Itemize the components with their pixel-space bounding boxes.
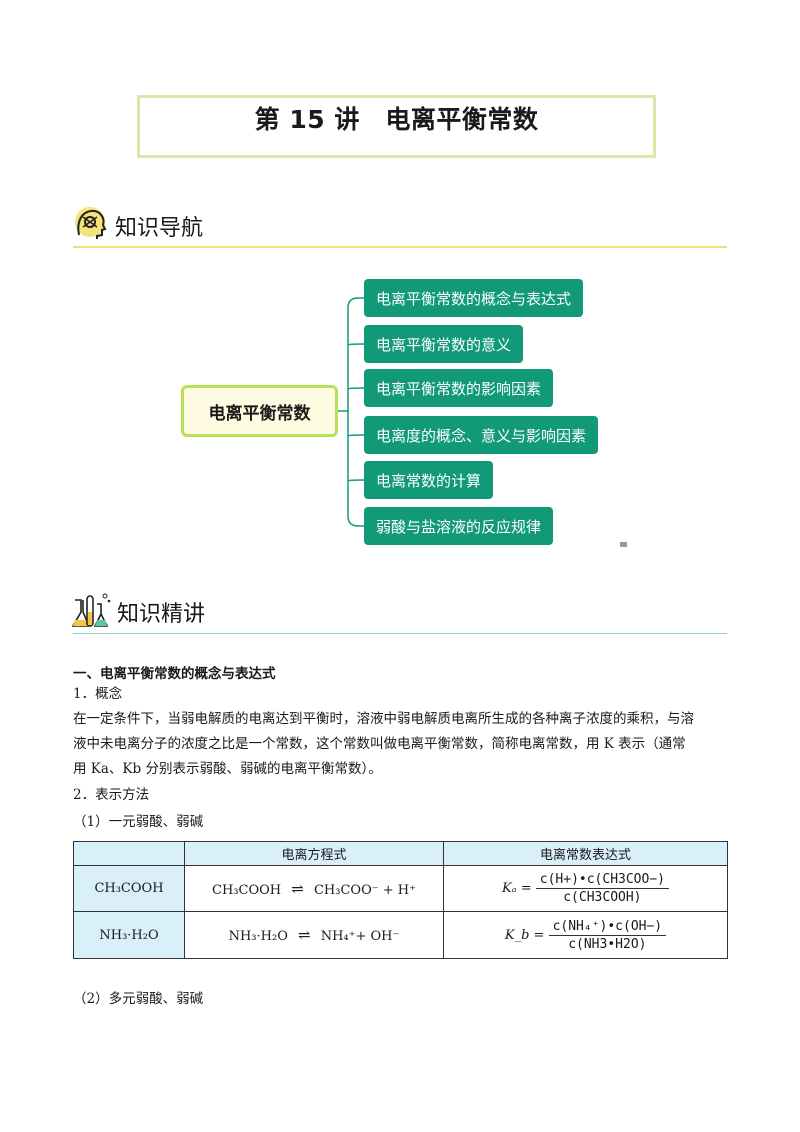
constant-fraction: c(H+)•c(CH3COO−) c(CH3COOH)	[535, 872, 669, 905]
constant-label: K_b =	[504, 927, 545, 943]
title-frame	[137, 95, 656, 158]
paragraph-line: 液中未电离分子的浓度之比是一个常数，这个常数叫做电离平衡常数，简称电离常数，用 …	[73, 736, 686, 752]
table-header: 电离常数表达式	[443, 841, 728, 866]
subheading-polyprotic: （2）多元弱酸、弱碱	[73, 991, 204, 1007]
fraction-denominator: c(CH3COOH)	[563, 890, 642, 905]
mindmap-root: 电离平衡常数	[181, 385, 338, 437]
table-cell-species: CH₃COOH	[73, 865, 185, 912]
equation-right: CH₃COO⁻ + H⁺	[313, 882, 416, 898]
table-cell-equation: NH₃·H₂O ⇌ NH₄⁺+ OH⁻	[184, 911, 444, 959]
equation-left: NH₃·H₂O	[228, 929, 288, 944]
section-divider	[73, 633, 727, 634]
mindmap-connectors	[338, 297, 365, 527]
lab-flask-icon	[71, 590, 113, 632]
constant-fraction: c(NH₄⁺)•c(OH−) c(NH3•H2O)	[548, 919, 667, 952]
table-row: CH₃COOH CH₃COOH ⇌ CH₃COO⁻ + H⁺ Kₐ = c(H+…	[73, 865, 728, 912]
table-header: 电离方程式	[184, 841, 444, 866]
decorative-mark	[620, 542, 627, 547]
constant-label: Kₐ =	[502, 881, 532, 896]
table-row: NH₃·H₂O NH₃·H₂O ⇌ NH₄⁺+ OH⁻ K_b = c(NH₄⁺…	[73, 911, 728, 959]
equation-right: NH₄⁺+ OH⁻	[320, 929, 400, 944]
table-cell-constant: K_b = c(NH₄⁺)•c(OH−) c(NH3•H2O)	[443, 911, 728, 959]
table-cell-equation: CH₃COOH ⇌ CH₃COO⁻ + H⁺	[184, 865, 444, 912]
subheading-representation: 2．表示方法	[73, 787, 150, 803]
paragraph-line: 在一定条件下，当弱电解质的电离达到平衡时，溶液中弱电解质电离所生成的各种离子浓度…	[73, 711, 694, 727]
mindmap-branch: 电离平衡常数的影响因素	[364, 369, 554, 407]
subheading-monoprotic: （1）一元弱酸、弱碱	[73, 814, 204, 830]
mindmap-branch: 电离平衡常数的意义	[364, 325, 524, 363]
brain-gear-icon	[73, 205, 109, 241]
section-heading-lecture: 知识精讲	[117, 602, 206, 627]
subheading-concept: 1．概念	[73, 686, 123, 702]
equation-left: CH₃COOH	[212, 882, 282, 898]
table-header	[73, 841, 185, 866]
page-title: 第 15 讲 电离平衡常数	[254, 105, 539, 134]
section-heading-navigation: 知识导航	[115, 216, 204, 241]
ionization-table: 电离方程式 电离常数表达式 CH₃COOH CH₃COOH ⇌ CH₃COO⁻ …	[73, 841, 728, 959]
mindmap-branch: 弱酸与盐溶液的反应规律	[364, 507, 554, 545]
equilibrium-arrow-icon: ⇌	[298, 926, 311, 944]
table-cell-species: NH₃·H₂O	[73, 911, 185, 959]
section-divider	[73, 246, 727, 248]
equilibrium-arrow-icon: ⇌	[291, 879, 304, 898]
mindmap-branch: 电离度的概念、意义与影响因素	[364, 416, 599, 454]
mindmap-branch: 电离平衡常数的概念与表达式	[364, 279, 584, 317]
fraction-numerator: c(NH₄⁺)•c(OH−)	[548, 919, 667, 936]
mindmap-branch: 电离常数的计算	[364, 461, 494, 499]
table-cell-constant: Kₐ = c(H+)•c(CH3COO−) c(CH3COOH)	[443, 865, 728, 912]
content-heading: 一、电离平衡常数的概念与表达式	[73, 666, 276, 682]
fraction-denominator: c(NH3•H2O)	[568, 936, 647, 952]
paragraph-line: 用 Ka、Kb 分别表示弱酸、弱碱的电离平衡常数）。	[73, 761, 382, 777]
fraction-numerator: c(H+)•c(CH3COO−)	[535, 872, 669, 889]
